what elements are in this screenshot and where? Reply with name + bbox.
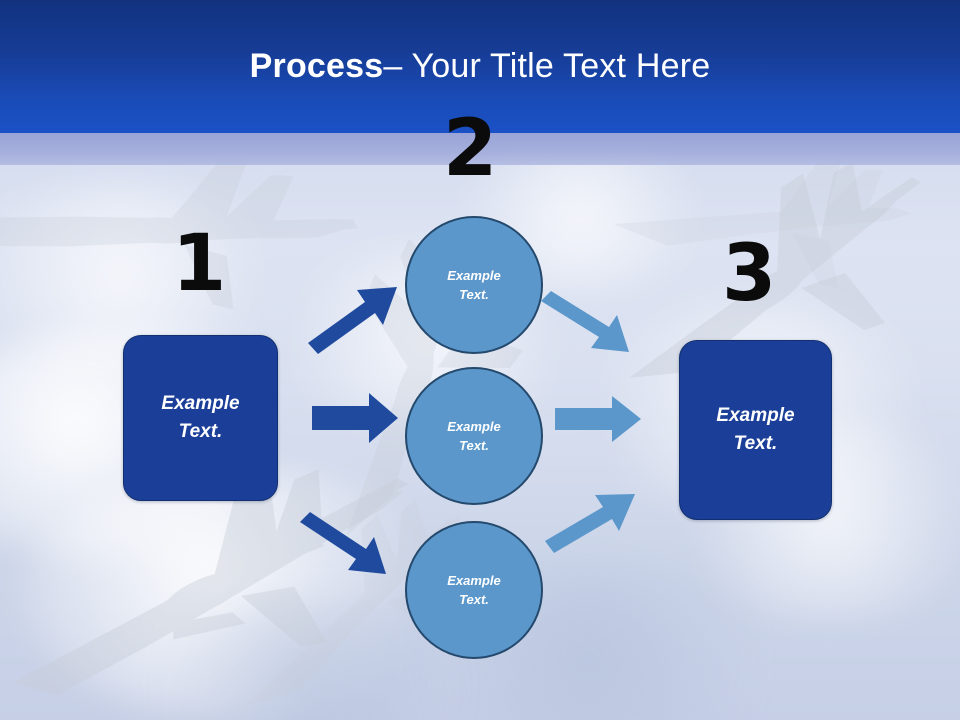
step-number-3: 3 (722, 229, 777, 319)
node-text-line-2: Text. (459, 287, 489, 302)
page-title-strong: Process (249, 47, 384, 85)
node-text-line-1: Example (447, 267, 501, 283)
title-bar (0, 0, 960, 133)
step-number-2: 2 (443, 104, 498, 194)
node-text-line-1: Example (161, 393, 240, 415)
node-text-line-2: Text. (459, 592, 489, 607)
process-circle-middle[interactable]: Example Text. (405, 367, 543, 505)
node-text-line-2: Text. (178, 421, 223, 442)
process-circle-top[interactable]: Example Text. (405, 216, 543, 354)
page-title: Process – Your Title Text Here (0, 0, 960, 133)
step-number-1: 1 (172, 219, 227, 309)
node-text-line-2: Text. (459, 438, 489, 453)
process-input-box[interactable]: Example Text. (123, 335, 278, 501)
node-text-line-1: Example (447, 572, 501, 588)
fighter-jet-silhouette (613, 157, 913, 288)
node-text-line-2: Text. (733, 433, 778, 454)
fighter-jet-silhouette (629, 162, 921, 378)
accent-band (0, 133, 960, 165)
fighter-jet-silhouette (0, 157, 358, 311)
node-text-line-1: Example (716, 405, 795, 427)
node-text-line-1: Example (447, 418, 501, 434)
process-circle-bottom[interactable]: Example Text. (405, 521, 543, 659)
page-title-rest: – Your Title Text Here (383, 47, 711, 85)
process-output-box[interactable]: Example Text. (679, 340, 832, 520)
